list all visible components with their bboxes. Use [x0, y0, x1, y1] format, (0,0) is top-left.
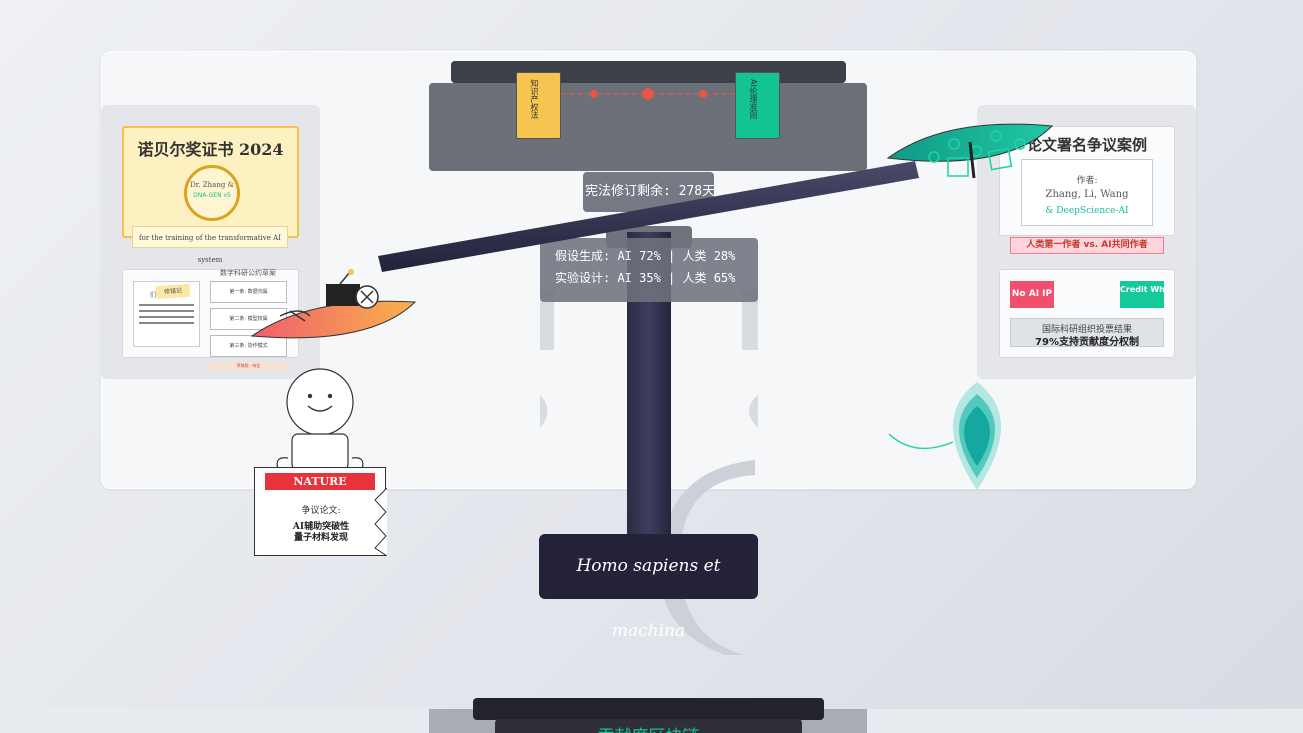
sign-label: 争议论文: [301, 506, 341, 516]
nobel-certificate-card[interactable]: 诺贝尔奖证书 2024 Dr. Zhang & DNA-GEN v5 [122, 126, 299, 238]
dispute-title: 论文署名争议案例 [1027, 136, 1148, 154]
ip-law-label: 知识产权法 [530, 79, 539, 119]
author-names: Zhang, Li, Wang [1045, 189, 1129, 200]
document-line [139, 316, 194, 318]
author-box: 作者: Zhang, Li, Wang & DeepScience-AI [1021, 159, 1153, 226]
no-ai-ip-tag: No AI IP [1010, 281, 1054, 308]
blockchain-title: 贡献度区块链 [495, 722, 802, 733]
sign-line-2: 量子材料发现 [293, 533, 348, 543]
charter-document-page: 们 修错记 [133, 281, 200, 347]
stat-hypothesis: 假设生成: AI 72% | 人类 28% [555, 249, 736, 263]
document-line [139, 304, 194, 306]
motto-base: Homo sapiens et machina [539, 534, 758, 641]
document-line [139, 322, 194, 324]
ai-author: & DeepScience-AI [1045, 206, 1129, 216]
link-dashes-icon [560, 88, 738, 100]
medal-code: DNA-GEN v5 [193, 192, 231, 199]
ai-ethics-label: AI伦理准则 [749, 79, 758, 119]
top-beam [451, 61, 846, 83]
sign-line-1: AI辅助突破性 [292, 522, 350, 532]
charter-footer: 草稿版 · 待定 [210, 362, 287, 370]
vote-result-value: 79%支持贡献度分权制 [1035, 337, 1139, 348]
ghost-watermark-icon [540, 290, 758, 655]
medal-name: Dr. Zhang & [190, 181, 234, 189]
document-line [139, 310, 194, 312]
author-label: 作者: [1076, 176, 1098, 186]
ip-law-card[interactable]: 知识产权法 [516, 72, 561, 139]
document-tag: 修错记 [155, 283, 191, 300]
document-side-label: 们 [150, 292, 157, 299]
credit-tag: Credit Where Code Due [1120, 281, 1164, 308]
balance-scale-icon [378, 161, 919, 272]
certificate-title: 诺贝尔奖证书 2024 [137, 140, 284, 159]
glow-leaf-icon [888, 382, 1001, 490]
leaf-boat-icon [250, 269, 417, 339]
stat-experiment: 实验设计: AI 35% | 人类 65% [555, 271, 736, 285]
medal-icon: Dr. Zhang & DNA-GEN v5 [184, 165, 240, 221]
bottom-beam [473, 698, 824, 720]
torn-edge-icon [374, 488, 387, 556]
charter-heading: 数字科研公约草案 [220, 269, 276, 277]
charter-item[interactable]: 第一条: 数据归属 [210, 281, 287, 303]
nature-sign[interactable]: NATURE 争议论文: AI辅助突破性 量子材料发现 [254, 467, 387, 556]
certificate-citation: for the training of the transformative A… [132, 226, 288, 264]
bottom-title-bar [495, 719, 802, 733]
charter-item[interactable]: 第三条: 协作模式 [210, 335, 287, 357]
dispute-banner: 人类第一作者 vs. AI共同作者 [1010, 237, 1164, 254]
vote-result-bar: 国际科研组织投票结果 79%支持贡献度分权制 [1010, 318, 1164, 348]
ai-ethics-card[interactable]: AI伦理准则 [735, 72, 780, 139]
contribution-stats-panel: 假设生成: AI 72% | 人类 28% 实验设计: AI 35% | 人类 … [540, 238, 758, 302]
vote-result-label: 国际科研组织投票结果 [1041, 325, 1132, 335]
sign-header: NATURE [265, 473, 375, 490]
stick-figure-icon [276, 368, 364, 471]
ai-leaf-icon [886, 123, 1054, 179]
